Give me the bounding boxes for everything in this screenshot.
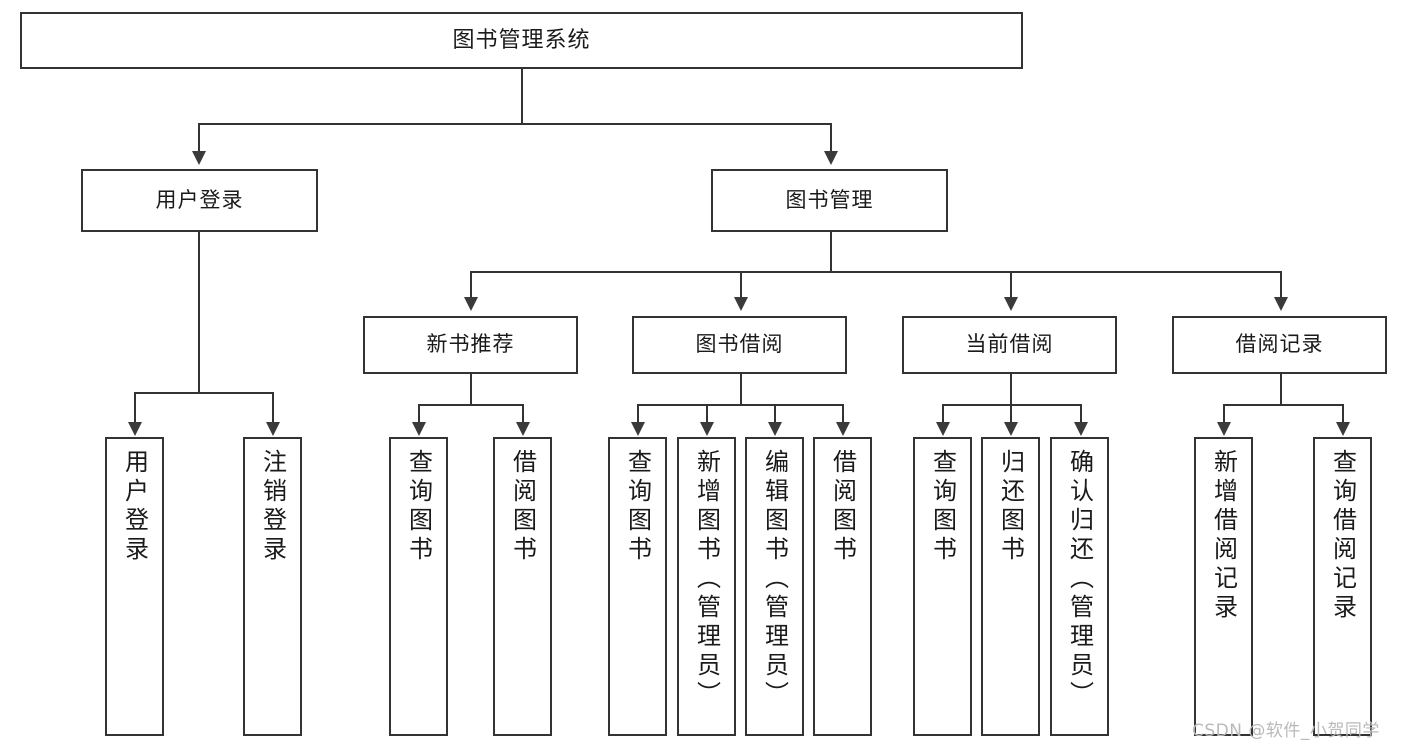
arrowhead-book-borrow: [734, 297, 748, 311]
node-current-borrow[interactable]: 当前借阅: [902, 316, 1117, 374]
arrowhead-user-login-leaf-1: [128, 422, 142, 436]
connector-borrow-records-bus: [1223, 404, 1342, 406]
node-label: 注销登录: [258, 449, 287, 565]
arrowhead-current-borrow: [1004, 297, 1018, 311]
arrowhead-cb-leaf-3: [1074, 422, 1088, 436]
connector-user-login-bus: [134, 392, 272, 394]
connector-to-borrow-records: [1280, 271, 1282, 299]
leaf-cb-query-book[interactable]: 查询图书: [913, 437, 972, 736]
node-label: 确认归还（管理员）: [1065, 449, 1094, 710]
arrowhead-bb-leaf-3: [768, 422, 782, 436]
connector-root-to-book-management: [830, 123, 832, 153]
node-label: 借阅图书: [828, 449, 857, 565]
connector-nbr-leaf-1: [418, 404, 420, 424]
connector-root-stem: [521, 69, 523, 123]
connector-book-borrow-bus: [637, 404, 842, 406]
arrowhead-user-login: [192, 151, 206, 165]
leaf-bb-query-book[interactable]: 查询图书: [608, 437, 667, 736]
node-book-management[interactable]: 图书管理: [711, 169, 948, 232]
connector-new-book-recommend-bus: [418, 404, 522, 406]
arrowhead-borrow-records: [1274, 297, 1288, 311]
arrowhead-nbr-leaf-1: [412, 422, 426, 436]
connector-cb-leaf-2: [1010, 404, 1012, 424]
connector-user-login-stem: [198, 232, 200, 392]
node-label: 图书管理: [785, 187, 874, 212]
arrowhead-bb-leaf-4: [836, 422, 850, 436]
connector-level2-bus: [470, 271, 1280, 273]
arrowhead-book-management: [824, 151, 838, 165]
connector-current-borrow-stem: [1010, 374, 1012, 404]
node-new-book-recommend[interactable]: 新书推荐: [363, 316, 578, 374]
leaf-nbr-query-book[interactable]: 查询图书: [389, 437, 448, 736]
connector-nbr-leaf-2: [522, 404, 524, 424]
node-label: 归还图书: [996, 449, 1025, 565]
connector-to-new-book-recommend: [470, 271, 472, 299]
connector-root-bus: [198, 123, 830, 125]
node-label: 图书借阅: [695, 332, 784, 357]
node-label: 查询图书: [623, 449, 652, 565]
node-label: 新增借阅记录: [1209, 449, 1238, 623]
node-label: 新增图书（管理员）: [692, 449, 721, 710]
leaf-bb-borrow-book[interactable]: 借阅图书: [813, 437, 872, 736]
leaf-cb-return-book[interactable]: 归还图书: [981, 437, 1040, 736]
connector-book-borrow-stem: [740, 374, 742, 404]
node-label: 用户登录: [155, 187, 244, 212]
node-label: 用户登录: [120, 449, 149, 565]
connector-cb-leaf-1: [942, 404, 944, 424]
leaf-cb-confirm-return-admin[interactable]: 确认归还（管理员）: [1050, 437, 1109, 736]
arrowhead-cb-leaf-2: [1004, 422, 1018, 436]
node-label: 编辑图书（管理员）: [760, 449, 789, 710]
arrowhead-bb-leaf-1: [631, 422, 645, 436]
connector-bb-leaf-2: [706, 404, 708, 424]
node-label: 当前借阅: [965, 332, 1054, 357]
arrowhead-user-login-leaf-2: [266, 422, 280, 436]
arrowhead-br-leaf-1: [1217, 422, 1231, 436]
connector-root-to-user-login: [198, 123, 200, 153]
connector-bb-leaf-3: [774, 404, 776, 424]
connector-to-book-borrow: [740, 271, 742, 299]
connector-bb-leaf-4: [842, 404, 844, 424]
node-label: 查询借阅记录: [1328, 449, 1357, 623]
leaf-user-login-login[interactable]: 用户登录: [105, 437, 164, 736]
node-borrow-records[interactable]: 借阅记录: [1172, 316, 1387, 374]
connector-bb-leaf-1: [637, 404, 639, 424]
leaf-bb-edit-book-admin[interactable]: 编辑图书（管理员）: [745, 437, 804, 736]
connector-book-management-stem: [830, 232, 832, 271]
connector-new-book-recommend-stem: [470, 374, 472, 404]
connector-user-login-to-leaf-1: [134, 392, 136, 424]
leaf-bb-add-book-admin[interactable]: 新增图书（管理员）: [677, 437, 736, 736]
connector-br-leaf-2: [1342, 404, 1344, 424]
node-book-borrow[interactable]: 图书借阅: [632, 316, 847, 374]
leaf-nbr-borrow-book[interactable]: 借阅图书: [493, 437, 552, 736]
arrowhead-bb-leaf-2: [700, 422, 714, 436]
node-root-book-management-system[interactable]: 图书管理系统: [20, 12, 1023, 69]
node-label: 查询图书: [404, 449, 433, 565]
leaf-user-login-logout[interactable]: 注销登录: [243, 437, 302, 736]
arrowhead-br-leaf-2: [1336, 422, 1350, 436]
node-label: 借阅记录: [1235, 332, 1324, 357]
connector-cb-leaf-3: [1080, 404, 1082, 424]
node-user-login[interactable]: 用户登录: [81, 169, 318, 232]
leaf-br-add-record[interactable]: 新增借阅记录: [1194, 437, 1253, 736]
node-label: 查询图书: [928, 449, 957, 565]
arrowhead-nbr-leaf-2: [516, 422, 530, 436]
node-label: 图书管理系统: [452, 27, 591, 53]
leaf-br-query-record[interactable]: 查询借阅记录: [1313, 437, 1372, 736]
arrowhead-new-book-recommend: [464, 297, 478, 311]
connector-br-leaf-1: [1223, 404, 1225, 424]
node-label: 新书推荐: [426, 332, 515, 357]
connector-borrow-records-stem: [1280, 374, 1282, 404]
connector-user-login-to-leaf-2: [272, 392, 274, 424]
arrowhead-cb-leaf-1: [936, 422, 950, 436]
node-label: 借阅图书: [508, 449, 537, 565]
connector-to-current-borrow: [1010, 271, 1012, 299]
